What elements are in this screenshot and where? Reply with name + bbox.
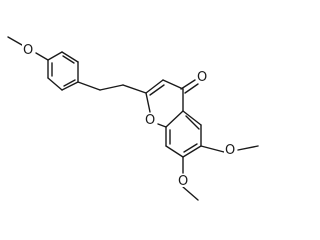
atom-label-carbonyl-o: O [197, 70, 207, 85]
bond-c6-o [200, 145, 225, 153]
bond-o-ch3-6 [237, 145, 259, 151]
atom-label-ring-o: O [145, 113, 155, 128]
bond-c4-o-dbl-a [180, 79, 196, 90]
bond-c4a-c5 [182, 110, 202, 126]
bond-linker-1 [77, 81, 101, 91]
bond-c3-c4 [162, 79, 184, 90]
structure-canvas: O O O O O [7, 36, 259, 201]
bond-ph-dbl-c [62, 55, 75, 64]
bond-c4-o-dbl-b [184, 83, 199, 94]
bond-c4a-c8a [165, 110, 184, 128]
atom-label-methoxy-6-o: O [225, 143, 235, 158]
bond-c6-c7 [182, 145, 202, 158]
bond-linker-2 [99, 84, 124, 91]
bond-c6-c7-dbl [183, 143, 198, 153]
bond-linker-3 [122, 84, 147, 94]
bond-ph-dbl-b [63, 79, 76, 87]
atom-label-methoxy-7-o: O [178, 174, 188, 189]
bond-c2-c3 [145, 79, 164, 94]
bond-c2-o1 [145, 92, 151, 113]
bond-c7-c8 [165, 145, 184, 158]
bond-c4a-c5-dbl [185, 115, 200, 130]
bond-o-ring-top [35, 52, 49, 61]
bond-ph-5 [61, 51, 79, 63]
bond-o1-c8a [157, 123, 167, 128]
bond-o-ch3-7 [182, 186, 199, 201]
bond-ph-3 [61, 81, 79, 91]
bond-c2-c3-dbl [149, 84, 165, 96]
bond-ph-2 [47, 77, 63, 91]
molecule-drawing: O O O O O [7, 36, 259, 201]
atom-label-methoxy-top-o: O [23, 43, 33, 58]
bond-ph-6 [47, 51, 63, 61]
bond-ch3-o-top [7, 36, 23, 46]
